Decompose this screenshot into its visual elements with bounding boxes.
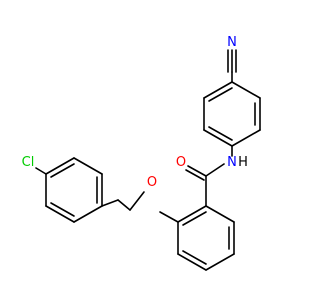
atom-chlorine: Cl [22,155,35,170]
atom-amide-h: H [238,155,248,170]
bond-ring-oxygen [159,211,179,223]
bond-oxygen-ch2 [129,191,145,211]
benzamide-ring [177,205,235,271]
bond-ring-chlorine [35,167,47,175]
bond-carbonyl-c-o-2 [185,169,205,181]
benzyl-ether-linkage [117,191,179,223]
bond-nh-carbonyl [205,163,225,177]
atom-amide-n: N [227,155,237,170]
atom-ether-o: O [147,175,157,190]
amide-linkage [185,145,233,207]
nitrile-group [227,49,237,83]
bond-ch2-ring [117,199,131,211]
bond-carbonyl-c-o-1 [187,165,207,177]
atom-carbonyl-o: O [176,155,186,170]
chlorophenyl-ring [45,157,119,223]
atom-nitrile-n: N [227,35,237,50]
molecule-diagram: N N H O O Cl [22,35,261,271]
cyanophenyl-ring [203,81,261,147]
structure-canvas: N N H O O Cl [22,35,261,271]
